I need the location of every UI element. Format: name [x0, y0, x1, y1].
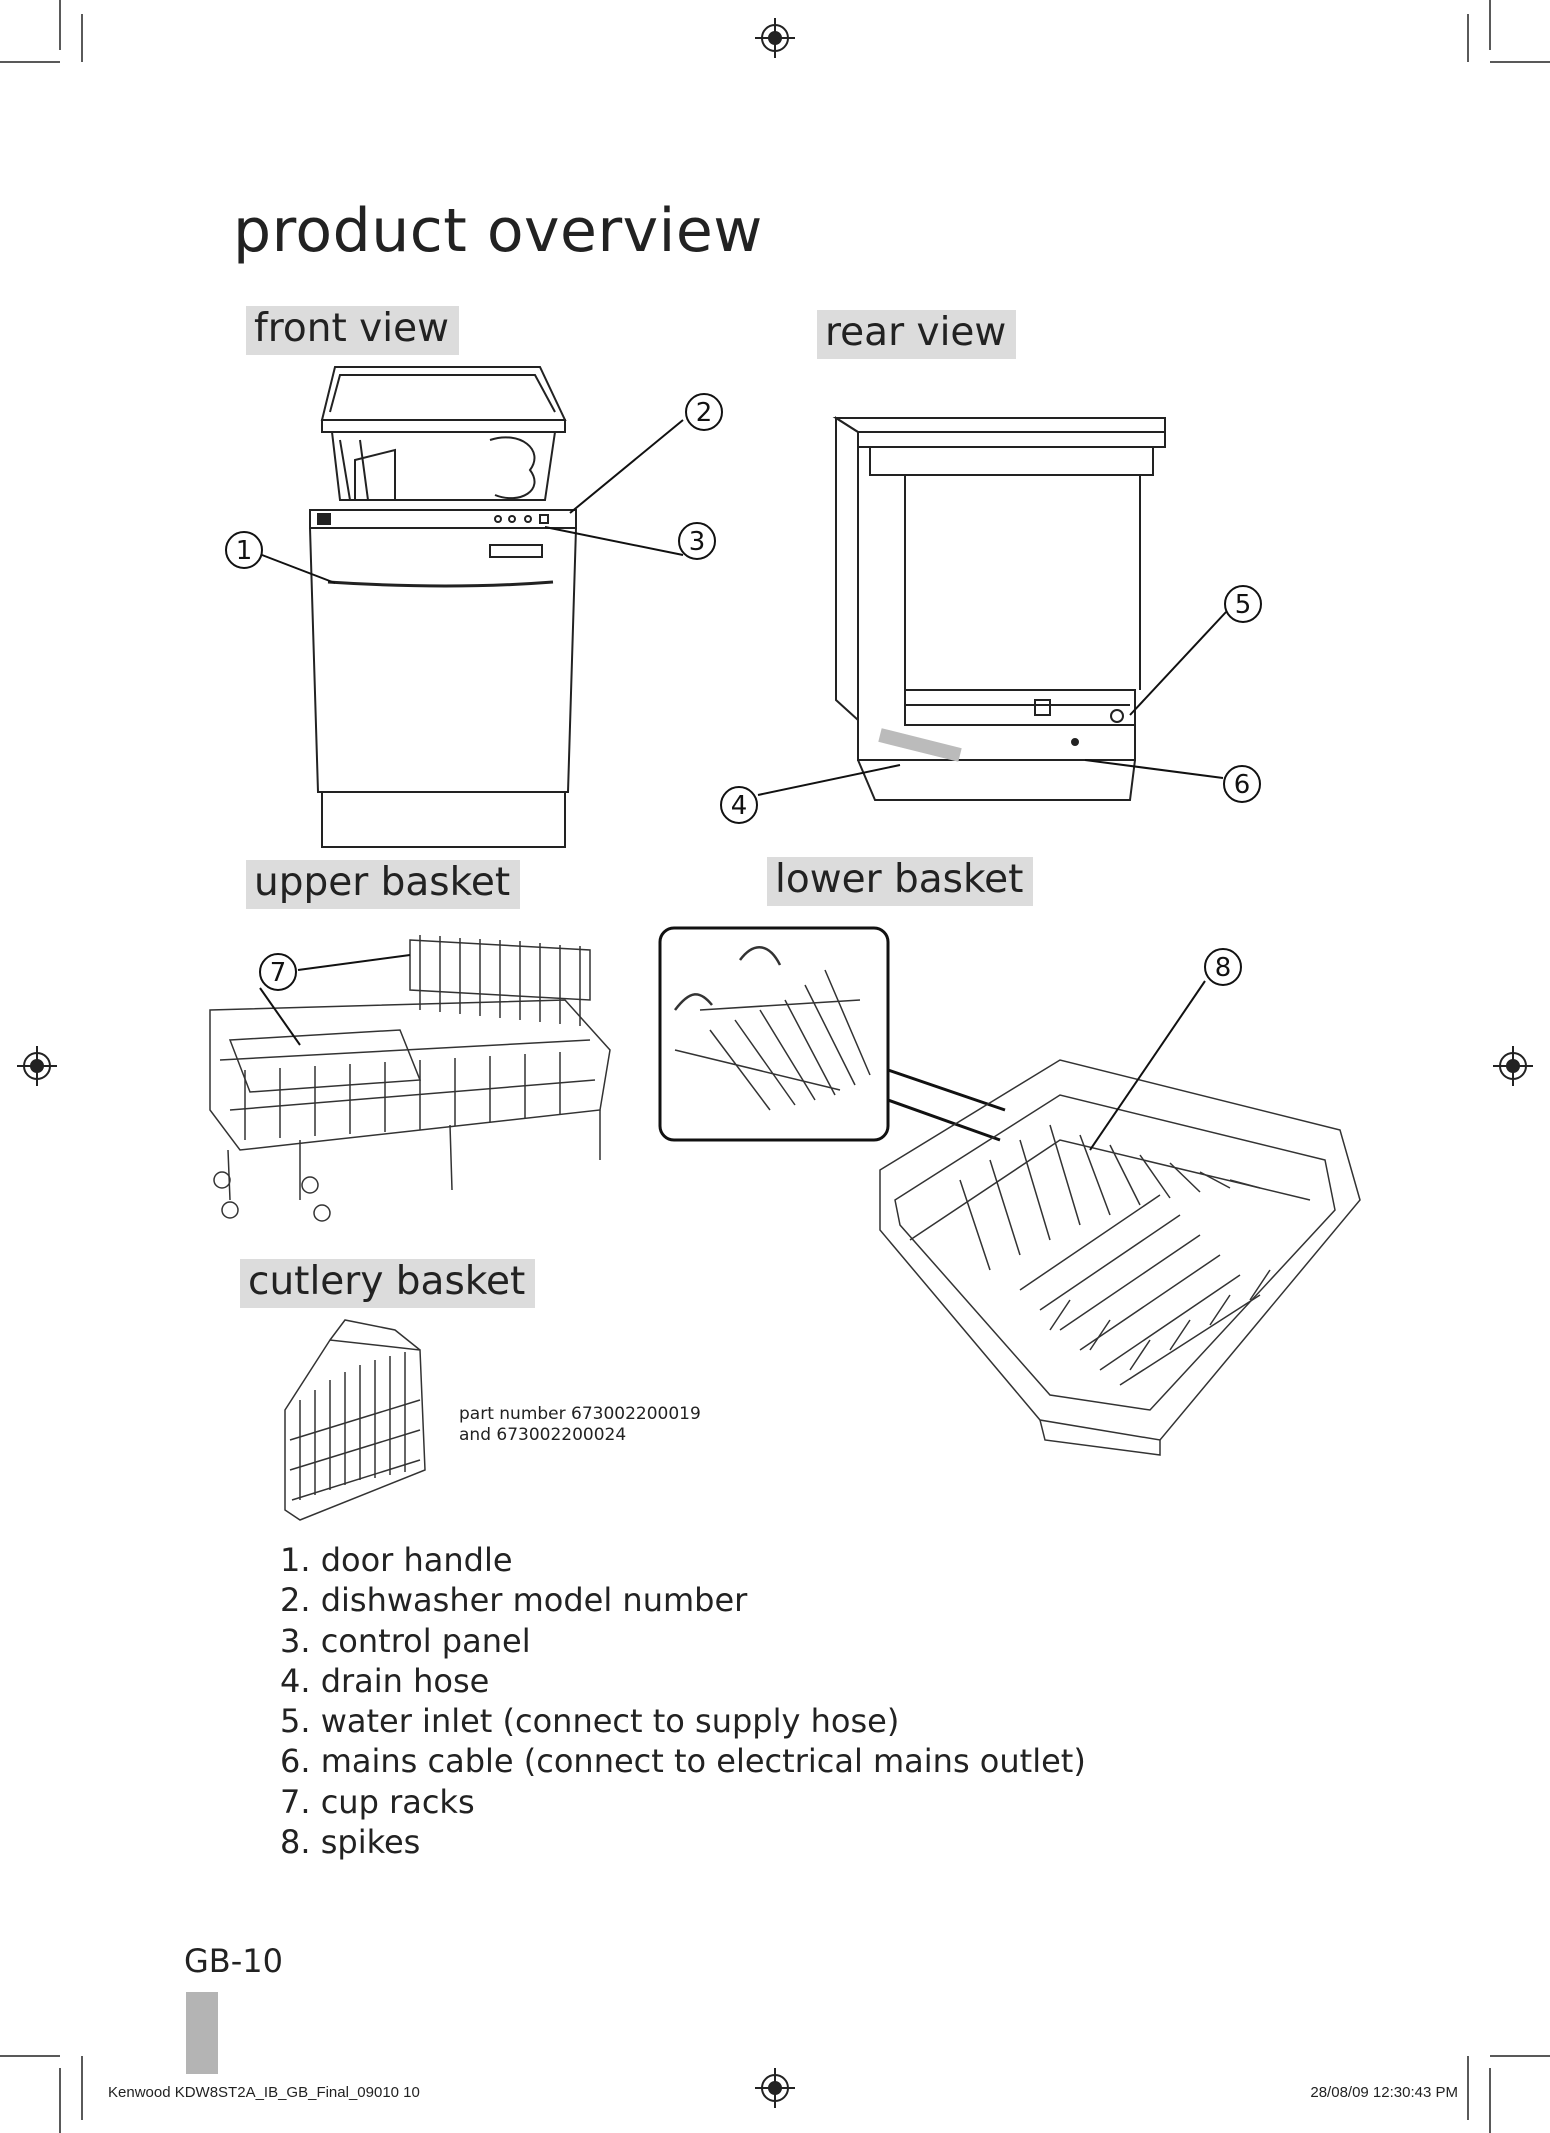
footer-timestamp: 28/08/09 12:30:43 PM [1310, 2084, 1458, 2101]
registration-mark-icon [17, 18, 1533, 2108]
section-label-upper-basket: upper basket [246, 860, 521, 909]
callout-3: 3 [689, 527, 706, 557]
front-view-illustration [309, 366, 577, 848]
section-label-cutlery-basket: cutlery basket [240, 1259, 536, 1308]
upper-basket-illustration [209, 935, 611, 1222]
rear-view-illustration [832, 416, 1166, 801]
legend-item: 8. spikes [280, 1823, 421, 1862]
legend-item: 4. drain hose [280, 1661, 490, 1700]
legend-item: 2. dishwasher model number [280, 1581, 748, 1620]
callout-2: 2 [696, 398, 713, 428]
legend-item: 1. door handle [280, 1541, 513, 1579]
section-label-front-view: front view [246, 306, 459, 355]
section-label-lower-basket: lower basket [767, 857, 1034, 906]
section-label-rear-view: rear view [817, 310, 1017, 359]
page-title: product overview [233, 196, 763, 266]
callout-8: 8 [1215, 953, 1232, 983]
part-number-line-2: and 673002200024 [459, 1425, 627, 1445]
callout-numbers: 1 2 3 4 5 6 7 8 [236, 398, 1252, 988]
lower-basket-illustration [658, 926, 1361, 1456]
legend-item: 6. mains cable (connect to electrical ma… [280, 1742, 1086, 1781]
cutlery-basket-illustration [284, 1319, 426, 1521]
part-number-note: part number 673002200019 and 67300220002… [459, 1404, 701, 1446]
callout-5: 5 [1235, 590, 1252, 620]
legend-item: 3. control panel [280, 1621, 531, 1660]
parts-legend: 1. door handle 2. dishwasher model numbe… [280, 1540, 1086, 1862]
page-tab-marker [186, 1992, 218, 2074]
callout-4: 4 [731, 791, 748, 821]
part-number-line-1: part number 673002200019 [459, 1404, 701, 1424]
footer-filename: Kenwood KDW8ST2A_IB_GB_Final_09010 10 [108, 2084, 420, 2101]
callout-7: 7 [270, 958, 287, 988]
legend-item: 5. water inlet (connect to supply hose) [280, 1702, 900, 1741]
callout-circles [225, 393, 1262, 991]
callout-1: 1 [236, 536, 253, 566]
page-number: GB-10 [184, 1942, 284, 1980]
legend-item: 7. cup racks [280, 1782, 475, 1821]
callout-6: 6 [1234, 770, 1251, 800]
leader-lines [259, 419, 1227, 1151]
